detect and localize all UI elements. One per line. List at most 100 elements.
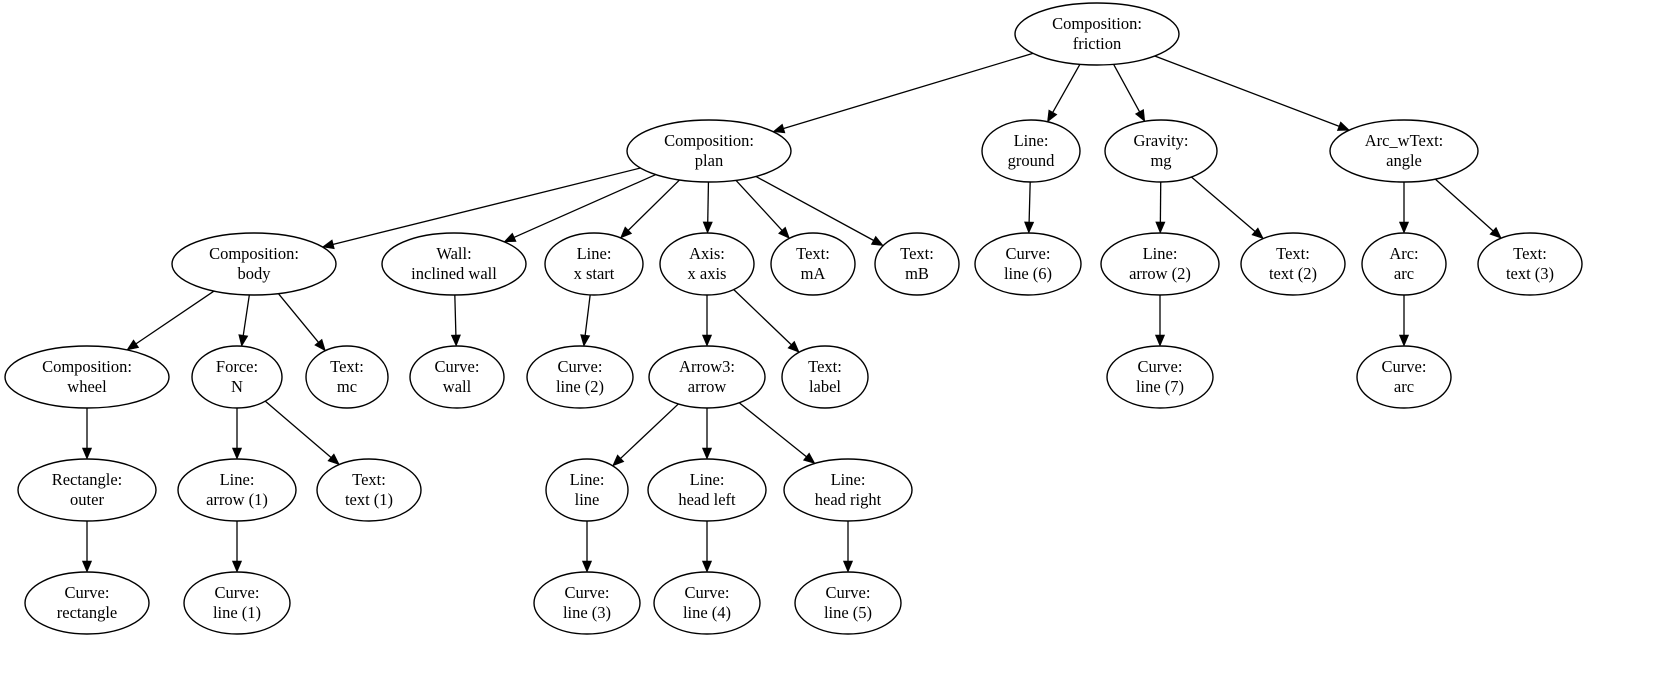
node-line_headleft[interactable]: Line:head left xyxy=(647,458,767,522)
node-label-name-curve_line2: line (2) xyxy=(556,377,604,396)
node-shape-line_arrow2[interactable] xyxy=(1100,232,1220,296)
node-line_arrow2[interactable]: Line:arrow (2) xyxy=(1100,232,1220,296)
node-curve_line2[interactable]: Curve:line (2) xyxy=(526,345,634,409)
node-shape-line_headright[interactable] xyxy=(783,458,913,522)
node-shape-x_axis[interactable] xyxy=(659,232,755,296)
node-shape-text_text1[interactable] xyxy=(316,458,422,522)
node-curve_rect[interactable]: Curve:rectangle xyxy=(24,571,150,635)
arrowhead-icon xyxy=(580,334,591,347)
arrowhead-icon xyxy=(231,447,243,460)
node-wall[interactable]: Wall:inclined wall xyxy=(381,232,527,296)
node-gravity_mg[interactable]: Gravity:mg xyxy=(1104,119,1218,183)
node-curve_line3[interactable]: Curve:line (3) xyxy=(533,571,641,635)
node-label-name-curve_line6: line (6) xyxy=(1004,264,1052,283)
node-label-type-curve_line5: Curve: xyxy=(826,583,871,602)
node-shape-line_ground[interactable] xyxy=(981,119,1081,183)
node-shape-text_mB[interactable] xyxy=(874,232,960,296)
arrowhead-icon xyxy=(1398,221,1410,234)
node-friction[interactable]: Composition:friction xyxy=(1014,2,1180,66)
arrowhead-icon xyxy=(321,239,335,250)
node-label-name-text_mA: mA xyxy=(801,264,826,283)
node-body[interactable]: Composition:body xyxy=(171,232,337,296)
node-label-type-curve_line1: Curve: xyxy=(215,583,260,602)
node-curve_line4[interactable]: Curve:line (4) xyxy=(653,571,761,635)
node-curve_line1[interactable]: Curve:line (1) xyxy=(183,571,291,635)
node-curve_wall[interactable]: Curve:wall xyxy=(409,345,505,409)
node-line_line[interactable]: Line:line xyxy=(545,458,629,522)
node-text_label[interactable]: Text:label xyxy=(781,345,869,409)
node-text_mc[interactable]: Text:mc xyxy=(305,345,389,409)
node-plan[interactable]: Composition:plan xyxy=(626,119,792,183)
arrowhead-icon xyxy=(450,334,461,347)
edge-body-to-force_N xyxy=(242,294,250,336)
node-shape-wall[interactable] xyxy=(381,232,527,296)
node-shape-wheel[interactable] xyxy=(4,345,170,409)
node-shape-plan[interactable] xyxy=(626,119,792,183)
node-label-name-text_text3: text (3) xyxy=(1506,264,1554,283)
edge-line_ground-to-curve_line6 xyxy=(1028,181,1031,223)
node-label-name-wheel: wheel xyxy=(67,377,107,396)
node-shape-text_mc[interactable] xyxy=(305,345,389,409)
node-shape-arrow3[interactable] xyxy=(648,345,766,409)
node-shape-curve_line4[interactable] xyxy=(653,571,761,635)
node-shape-arc_wtext[interactable] xyxy=(1329,119,1479,183)
node-text_text1[interactable]: Text:text (1) xyxy=(316,458,422,522)
node-label-type-x_start: Line: xyxy=(577,244,612,263)
node-shape-text_mA[interactable] xyxy=(770,232,856,296)
node-shape-force_N[interactable] xyxy=(191,345,283,409)
node-text_mB[interactable]: Text:mB xyxy=(874,232,960,296)
node-line_headright[interactable]: Line:head right xyxy=(783,458,913,522)
node-wheel[interactable]: Composition:wheel xyxy=(4,345,170,409)
node-shape-body[interactable] xyxy=(171,232,337,296)
node-x_axis[interactable]: Axis:x axis xyxy=(659,232,755,296)
node-shape-curve_rect[interactable] xyxy=(24,571,150,635)
node-text_mA[interactable]: Text:mA xyxy=(770,232,856,296)
node-shape-gravity_mg[interactable] xyxy=(1104,119,1218,183)
node-shape-curve_arc[interactable] xyxy=(1356,345,1452,409)
node-text_text3[interactable]: Text:text (3) xyxy=(1477,232,1583,296)
node-shape-curve_line3[interactable] xyxy=(533,571,641,635)
arrowhead-icon xyxy=(619,226,633,239)
node-label-type-body: Composition: xyxy=(209,244,299,263)
node-line_ground[interactable]: Line:ground xyxy=(981,119,1081,183)
node-shape-line_arrow1[interactable] xyxy=(177,458,297,522)
node-shape-curve_line7[interactable] xyxy=(1106,345,1214,409)
node-shape-curve_wall[interactable] xyxy=(409,345,505,409)
node-curve_line7[interactable]: Curve:line (7) xyxy=(1106,345,1214,409)
node-curve_line6[interactable]: Curve:line (6) xyxy=(974,232,1082,296)
node-label-name-curve_arc: arc xyxy=(1394,377,1414,396)
arrowhead-icon xyxy=(1047,109,1058,123)
node-shape-curve_line6[interactable] xyxy=(974,232,1082,296)
node-arrow3[interactable]: Arrow3:arrow xyxy=(648,345,766,409)
node-arc_wtext[interactable]: Arc_wText:angle xyxy=(1329,119,1479,183)
node-rect_outer[interactable]: Rectangle:outer xyxy=(17,458,157,522)
node-shape-curve_line5[interactable] xyxy=(794,571,902,635)
node-label-type-x_axis: Axis: xyxy=(689,244,725,263)
node-shape-text_text3[interactable] xyxy=(1477,232,1583,296)
node-shape-arc_arc[interactable] xyxy=(1361,232,1447,296)
node-label-name-rect_outer: outer xyxy=(70,490,104,509)
node-curve_line5[interactable]: Curve:line (5) xyxy=(794,571,902,635)
arrowhead-icon xyxy=(802,452,816,464)
node-label-name-arc_wtext: angle xyxy=(1386,151,1422,170)
edge-arrow3-to-line_headright xyxy=(738,402,807,458)
node-shape-line_line[interactable] xyxy=(545,458,629,522)
node-text_text2[interactable]: Text:text (2) xyxy=(1240,232,1346,296)
node-curve_arc[interactable]: Curve:arc xyxy=(1356,345,1452,409)
arrowhead-icon xyxy=(842,560,854,573)
node-arc_arc[interactable]: Arc:arc xyxy=(1361,232,1447,296)
node-label-name-curve_line5: line (5) xyxy=(824,603,872,622)
node-shape-curve_line2[interactable] xyxy=(526,345,634,409)
node-shape-curve_line1[interactable] xyxy=(183,571,291,635)
node-shape-text_label[interactable] xyxy=(781,345,869,409)
node-shape-text_text2[interactable] xyxy=(1240,232,1346,296)
node-x_start[interactable]: Line:x start xyxy=(544,232,644,296)
edge-plan-to-wall xyxy=(513,173,657,238)
node-force_N[interactable]: Force:N xyxy=(191,345,283,409)
edge-arrow3-to-line_line xyxy=(620,403,679,459)
node-shape-x_start[interactable] xyxy=(544,232,644,296)
node-shape-line_headleft[interactable] xyxy=(647,458,767,522)
node-shape-friction[interactable] xyxy=(1014,2,1180,66)
node-shape-rect_outer[interactable] xyxy=(17,458,157,522)
node-line_arrow1[interactable]: Line:arrow (1) xyxy=(177,458,297,522)
